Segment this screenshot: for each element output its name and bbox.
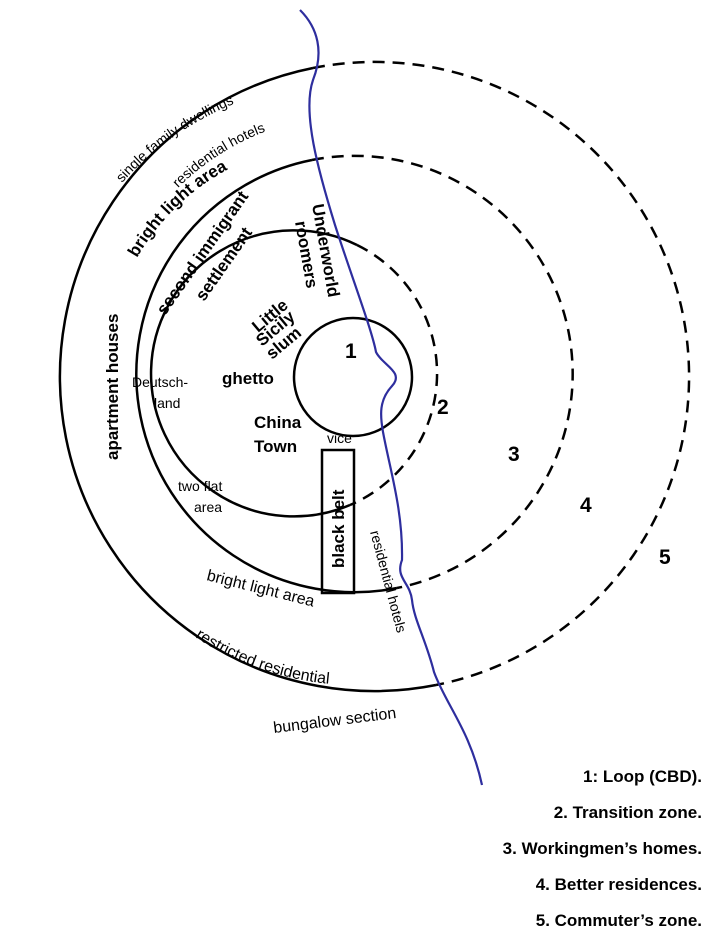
zone-4-solid-arc (58, 66, 437, 693)
zone-3-dashed-arc (311, 154, 574, 590)
legend-item-transition: 2. Transition zone. (553, 803, 702, 822)
zone-circles (58, 60, 691, 693)
label-ghetto: ghetto (222, 369, 274, 388)
legend-item-better-residences: 4. Better residences. (535, 875, 702, 894)
label-china: China (254, 413, 302, 432)
zone-2-dashed-arc (349, 243, 439, 507)
zone-3-number: 3 (508, 443, 520, 466)
black-belt-rect (320, 448, 356, 595)
zone-5-number: 5 (659, 546, 671, 569)
river-line (299, 9, 484, 786)
label-restricted-residential: restricted residential (193, 626, 331, 688)
zone-2-number: 2 (437, 396, 449, 419)
legend-item-commuter: 5. Commuter’s zone. (535, 911, 702, 930)
zone-1-number: 1 (345, 340, 357, 363)
zone-1-circle (292, 316, 414, 438)
label-black-belt: black belt (329, 489, 348, 568)
label-bright-light-area-bottom: bright light area (205, 567, 316, 610)
zone-2-solid-arc (149, 229, 358, 518)
label-town: Town (254, 437, 297, 456)
legend-item-loop: 1: Loop (CBD). (583, 767, 702, 786)
zone-legend: 1: Loop (CBD). 2. Transition zone. 3. Wo… (503, 766, 702, 946)
label-two-flat: two flat (178, 478, 222, 494)
label-land: land (154, 395, 180, 411)
legend-item-workingmen: 3. Workingmen’s homes. (502, 839, 702, 858)
label-area: area (194, 499, 222, 515)
zone-3-solid-arc (135, 158, 398, 594)
zone-4-number: 4 (580, 494, 592, 517)
label-vice: vice (327, 430, 352, 446)
label-apartment-houses: apartment houses (103, 314, 122, 460)
label-bungalow-section: bungalow section (272, 705, 397, 737)
label-deutsch: Deutsch- (132, 374, 188, 390)
